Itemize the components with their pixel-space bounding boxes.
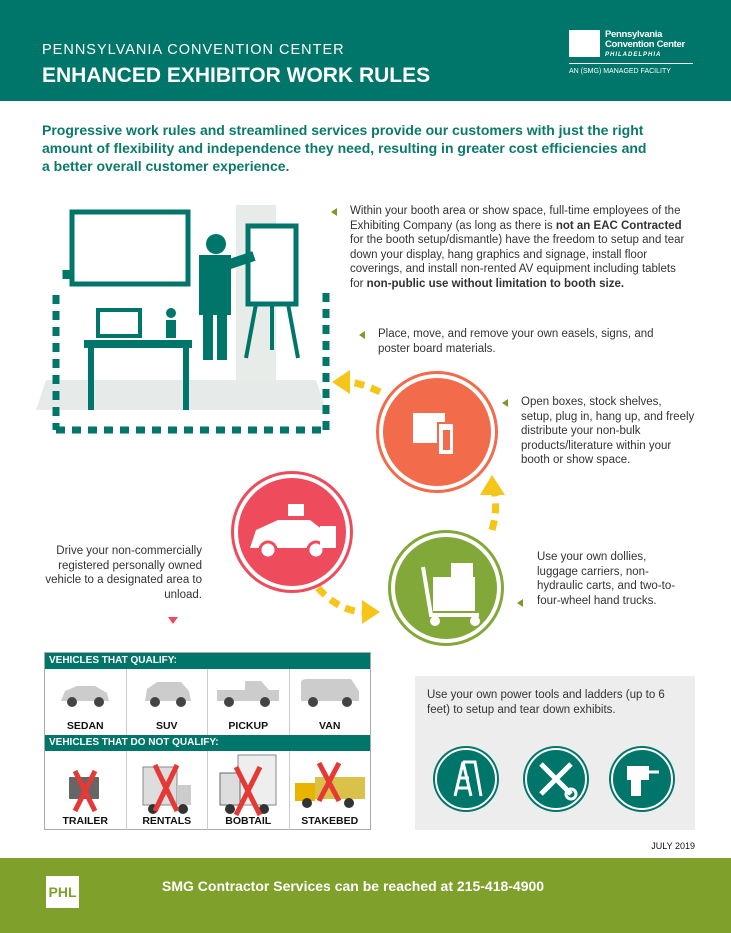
vehicle-sedan: SEDAN — [45, 669, 127, 735]
booth-illustration — [36, 205, 330, 434]
page-title: ENHANCED EXHIBITOR WORK RULES — [42, 64, 431, 87]
literature-circle-icon — [379, 374, 495, 490]
not-qualify-header: VEHICLES THAT DO NOT QUALIFY: — [45, 735, 370, 751]
vehicle-rentals: RENTALS — [127, 751, 208, 830]
date: JULY 2019 — [651, 841, 695, 851]
qualify-header: VEHICLES THAT QUALIFY: — [45, 653, 370, 669]
rule-personal-vehicle: Drive your non-commercially registered p… — [45, 545, 202, 601]
vehicle-trailer: TRAILER — [45, 751, 127, 830]
qualify-row: SEDAN SUV PICKUP VAN — [45, 669, 370, 735]
tools-text: Use your own power tools and ladders (up… — [427, 689, 665, 716]
header-banner: PENNSYLVANIA CONVENTION CENTER ENHANCED … — [0, 0, 731, 101]
vehicle-stakebed: STAKEBED — [290, 751, 371, 830]
wrench-hammer-icon — [525, 748, 587, 810]
contact-text: SMG Contractor Services can be reached a… — [162, 878, 545, 894]
footer-banner: PHL SMG Contractor Services can be reach… — [0, 858, 731, 933]
flow-arrows — [315, 370, 505, 624]
intro-text: Progressive work rules and streamlined s… — [42, 122, 647, 174]
cart-circle-icon — [391, 533, 501, 643]
vehicle-van: VAN — [290, 669, 371, 735]
not-qualify-row: TRAILER RENTALS BOBTAIL STAKEBED — [45, 751, 370, 830]
phl-logo: PHL — [46, 876, 79, 908]
rule-booth-setup: Within your booth area or show space, fu… — [350, 205, 685, 290]
drill-icon — [611, 748, 673, 810]
rule-distribute: Open boxes, stock shelves, setup, plug i… — [521, 396, 695, 467]
vehicle-pickup: PICKUP — [208, 669, 290, 735]
rule-easels: Place, move, and remove your own easels,… — [378, 328, 654, 355]
vehicle-suv: SUV — [127, 669, 208, 735]
vehicle-bobtail: BOBTAIL — [208, 751, 290, 830]
vehicles-table: VEHICLES THAT QUALIFY: SEDAN SUV PICKUP … — [44, 652, 371, 830]
vehicle-circle-icon — [234, 474, 350, 590]
rule-dollies: Use your own dollies, luggage carriers, … — [537, 551, 676, 607]
down-arrow-icon — [168, 617, 178, 624]
header-supertitle: PENNSYLVANIA CONVENTION CENTER — [42, 42, 345, 58]
ladder-icon — [435, 748, 497, 810]
tools-panel: Use your own power tools and ladders (up… — [415, 676, 695, 830]
